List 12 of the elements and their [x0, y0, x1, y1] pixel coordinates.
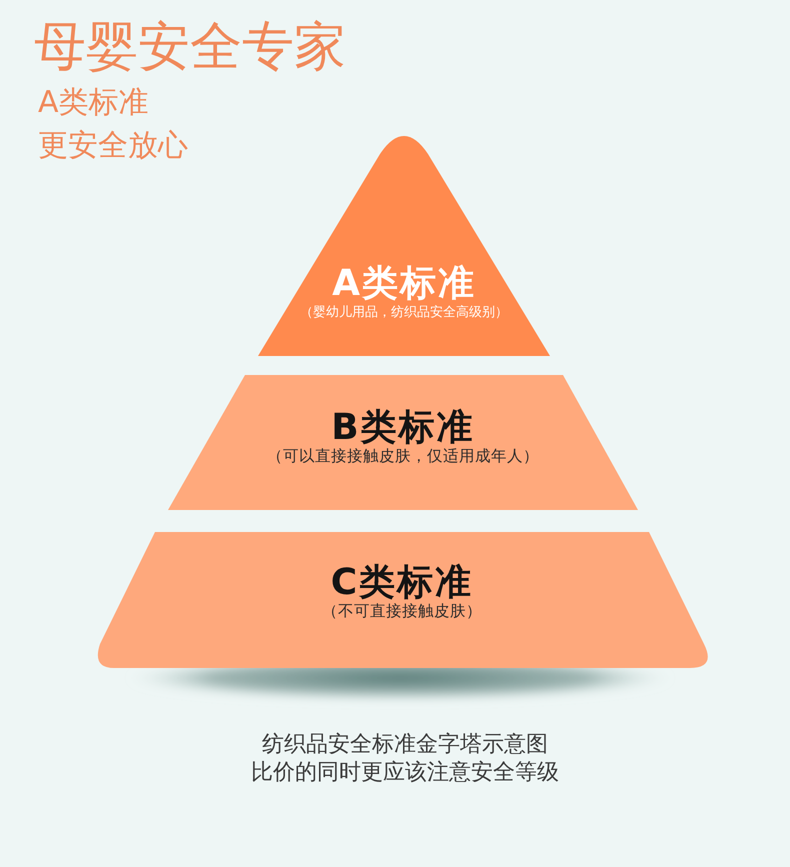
caption-note: 比价的同时更应该注意安全等级 — [251, 760, 559, 786]
page-title: 母婴安全专家 — [34, 18, 346, 78]
tier-heading: B类标准 — [331, 407, 475, 448]
caption: 纺织品安全标准金字塔示意图 — [262, 732, 548, 758]
pyramid-tier — [168, 375, 638, 510]
tier-description: （婴幼儿用品，纺织品安全高级别） — [300, 306, 508, 321]
tagline: A类标准 — [38, 86, 149, 120]
tier-description: （可以直接接触皮肤，仅适用成年人） — [267, 448, 539, 466]
tagline: 更安全放心 — [38, 129, 188, 164]
tier-description: （不可直接接触皮肤） — [322, 603, 482, 621]
tier-heading: C类标准 — [330, 562, 474, 603]
tier-heading: A类标准 — [332, 263, 476, 304]
